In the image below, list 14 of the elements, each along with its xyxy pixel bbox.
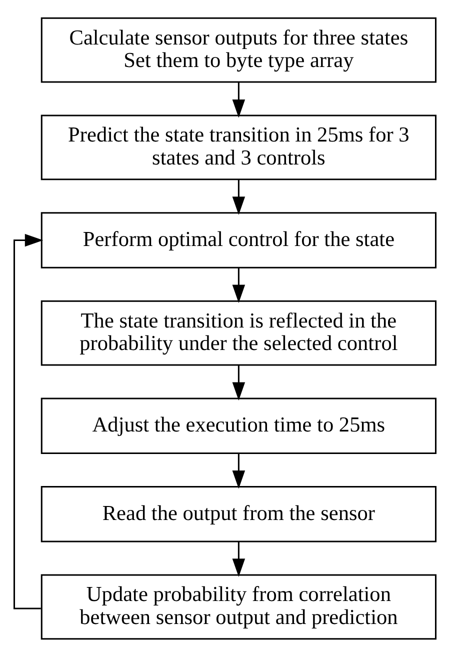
node-box: Calculate sensor outputs for three states Set them to byte type array [40, 17, 436, 83]
node-box: Predict the state transition in 25ms for 3 states and 3 controls [40, 114, 436, 180]
node-box: Update probability from correlation between sensor output and prediction [40, 574, 436, 640]
node-box: Perform optimal control for the state [40, 212, 436, 268]
arrow [232, 268, 246, 303]
arrow [232, 366, 246, 401]
arrow [232, 82, 246, 118]
arrow [232, 542, 246, 577]
node-box: Adjust the execution time to 25ms [40, 398, 436, 454]
node-box: Read the output from the sensor [40, 486, 436, 542]
arrow [232, 453, 246, 489]
node-box: The state transition is reflected in the probability under the selected control [40, 300, 436, 366]
arrow [232, 180, 246, 215]
arrow [14, 234, 44, 610]
